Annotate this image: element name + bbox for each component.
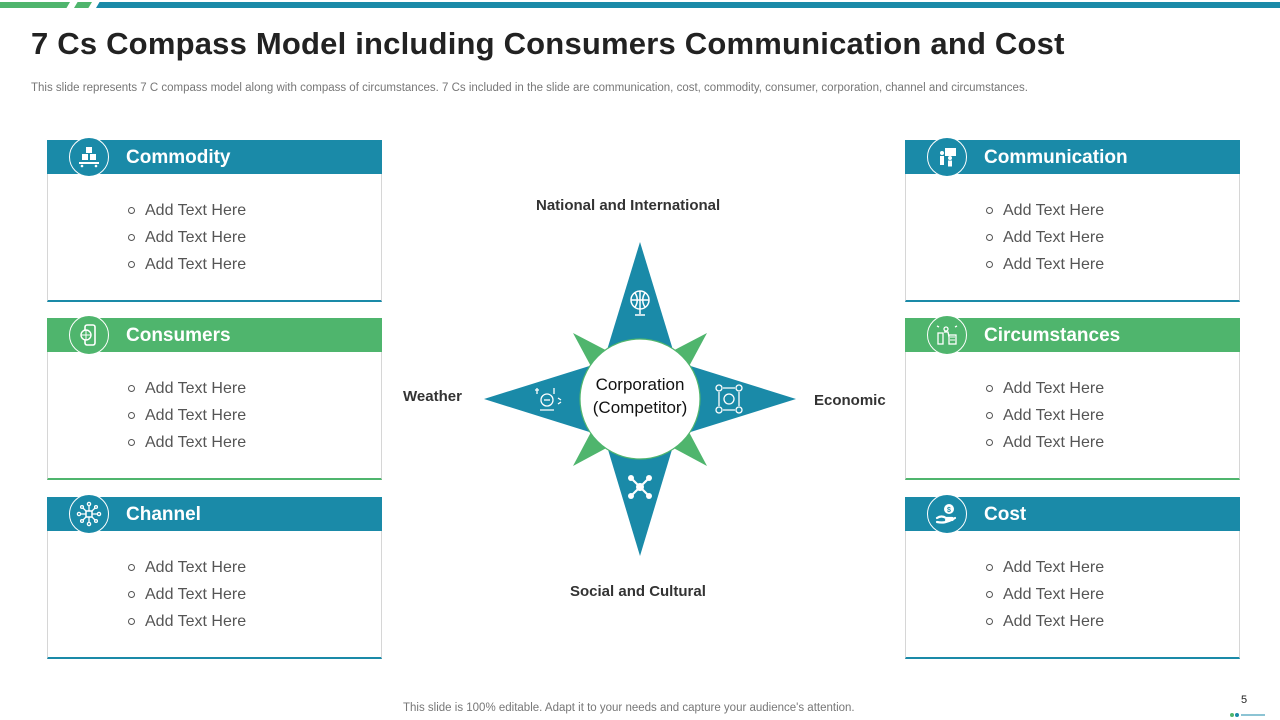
top-accent-bar (0, 0, 1280, 8)
network-hub-icon (69, 494, 109, 534)
bullet-circle-icon (128, 591, 135, 598)
bullet-list: Add Text Here Add Text Here Add Text Her… (128, 554, 246, 635)
conveyor-boxes-icon (69, 137, 109, 177)
svg-text:$: $ (947, 507, 951, 514)
card-commodity: Commodity Add Text Here Add Text Here Ad… (47, 137, 382, 302)
list-item: Add Text Here (128, 554, 246, 581)
money-cycle-icon (715, 384, 743, 414)
city-people-icon (927, 315, 967, 355)
compass-center-label: Corporation (Competitor) (592, 375, 688, 417)
compass-label-west: Weather (403, 388, 462, 405)
card-header: Circumstances (905, 315, 1240, 355)
bullet-circle-icon (986, 591, 993, 598)
card-header: Commodity (47, 137, 382, 177)
card-header: Consumers (47, 315, 382, 355)
card-circumstances: Circumstances Add Text Here Add Text Her… (905, 315, 1240, 480)
presentation-people-icon (927, 137, 967, 177)
compass-rose (484, 242, 796, 556)
list-item: Add Text Here (986, 224, 1104, 251)
bullet-circle-icon (128, 618, 135, 625)
list-item: Add Text Here (128, 402, 246, 429)
globe-icon (630, 290, 650, 316)
compass-center-circle (579, 338, 701, 460)
bullet-circle-icon (986, 385, 993, 392)
card-title: Consumers (126, 325, 231, 346)
bullet-circle-icon (986, 439, 993, 446)
accent-green-2 (74, 2, 92, 8)
list-item: Add Text Here (128, 224, 246, 251)
bullet-circle-icon (128, 385, 135, 392)
list-item: Add Text Here (128, 581, 246, 608)
list-item: Add Text Here (128, 197, 246, 224)
bullet-circle-icon (986, 412, 993, 419)
bullet-circle-icon (128, 564, 135, 571)
accent-teal (96, 2, 1280, 8)
bullet-list: Add Text Here Add Text Here Add Text Her… (128, 375, 246, 456)
bullet-list: Add Text Here Add Text Here Add Text Her… (986, 554, 1104, 635)
mobile-globe-icon (69, 315, 109, 355)
card-header: $ Cost (905, 494, 1240, 534)
card-header: Channel (47, 494, 382, 534)
hand-coin-icon: $ (927, 494, 967, 534)
list-item: Add Text Here (986, 402, 1104, 429)
weather-money-icon (535, 388, 562, 411)
card-consumers: Consumers Add Text Here Add Text Here Ad… (47, 315, 382, 480)
page-decoration (1230, 713, 1265, 717)
list-item: Add Text Here (128, 429, 246, 456)
card-title: Communication (984, 147, 1128, 168)
bullet-circle-icon (128, 207, 135, 214)
bullet-circle-icon (986, 234, 993, 241)
bullet-circle-icon (128, 439, 135, 446)
list-item: Add Text Here (986, 554, 1104, 581)
compass-label-east: Economic (814, 392, 886, 409)
bullet-list: Add Text Here Add Text Here Add Text Her… (128, 197, 246, 278)
list-item: Add Text Here (986, 375, 1104, 402)
bullet-list: Add Text Here Add Text Here Add Text Her… (986, 375, 1104, 456)
footer-note: This slide is 100% editable. Adapt it to… (403, 702, 855, 714)
list-item: Add Text Here (986, 581, 1104, 608)
list-item: Add Text Here (128, 251, 246, 278)
people-network-icon (628, 475, 652, 499)
list-item: Add Text Here (986, 608, 1104, 635)
card-title: Circumstances (984, 325, 1121, 346)
page-number: 5 (1241, 694, 1248, 706)
card-title: Commodity (126, 147, 231, 168)
card-communication: Communication Add Text Here Add Text Her… (905, 137, 1240, 302)
list-item: Add Text Here (986, 197, 1104, 224)
list-item: Add Text Here (128, 608, 246, 635)
bullet-list: Add Text Here Add Text Here Add Text Her… (986, 197, 1104, 278)
card-title: Channel (126, 504, 201, 525)
slide-subtitle: This slide represents 7 C compass model … (31, 82, 1028, 94)
compass-label-south: Social and Cultural (570, 583, 706, 600)
card-header: Communication (905, 137, 1240, 177)
bullet-circle-icon (986, 618, 993, 625)
bullet-circle-icon (986, 261, 993, 268)
compass-label-north: National and International (536, 197, 721, 214)
bullet-circle-icon (128, 412, 135, 419)
list-item: Add Text Here (128, 375, 246, 402)
accent-green-1 (0, 2, 70, 8)
card-channel: Channel Add Text Here Add Text Here Add … (47, 494, 382, 659)
list-item: Add Text Here (986, 251, 1104, 278)
bullet-circle-icon (986, 207, 993, 214)
slide-title: 7 Cs Compass Model including Consumers C… (31, 26, 1065, 61)
card-cost: $ Cost Add Text Here Add Text Here Add T… (905, 494, 1240, 659)
bullet-circle-icon (986, 564, 993, 571)
bullet-circle-icon (128, 261, 135, 268)
list-item: Add Text Here (986, 429, 1104, 456)
card-title: Cost (984, 504, 1027, 525)
bullet-circle-icon (128, 234, 135, 241)
